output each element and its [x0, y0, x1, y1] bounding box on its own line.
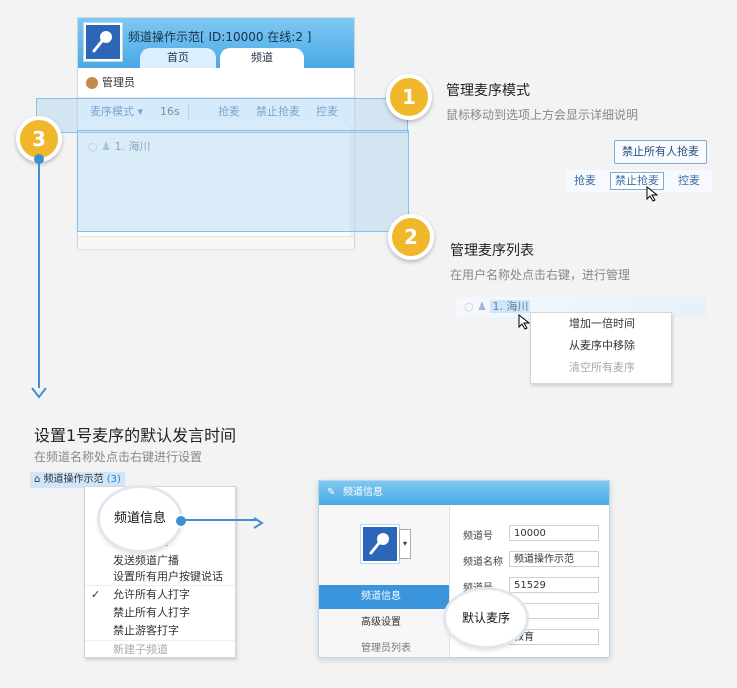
field-label-channel-name: 频道名称	[463, 557, 503, 568]
chevron-down-icon[interactable]: ▾	[399, 529, 411, 559]
connector-line	[38, 160, 40, 388]
menu-item-forbid-guest[interactable]: 禁止游客打字	[85, 622, 235, 641]
mic-action-forbid[interactable]: 禁止抢麦	[256, 105, 300, 118]
step-2-list-item[interactable]: 1. 海川	[490, 300, 531, 313]
field-label-channel-id: 频道号	[463, 531, 493, 542]
mic-countdown: 16s	[160, 105, 180, 118]
dialog-side-channel-info[interactable]: 频道信息	[319, 585, 449, 609]
field-channel-name[interactable]: 频道操作示范	[509, 551, 599, 567]
menu-item-forbid-typing[interactable]: 禁止所有人打字	[113, 606, 190, 619]
step-2-context-menu: 增加一倍时间 从麦序中移除 清空所有麦序	[530, 312, 672, 384]
list-item-label: 1. 海川	[114, 140, 151, 153]
step-1-action-control[interactable]: 控麦	[678, 174, 700, 187]
menu-item-allow-typing[interactable]: ✓ 允许所有人打字	[85, 586, 235, 604]
connector-dot	[174, 514, 188, 528]
menu-item-ptt[interactable]: 设置所有用户按键说话	[85, 569, 235, 586]
step-1-title: 管理麦序模式	[446, 83, 530, 99]
window-footer	[78, 236, 354, 249]
mic-mode-highlight	[36, 98, 408, 133]
mic-mode-row: 麦序模式 ▾ 16s 抢麦 禁止抢麦 控麦	[78, 98, 354, 127]
dialog-title: 频道信息	[343, 487, 383, 498]
arrow-down-icon	[31, 384, 47, 399]
mic-action-grab[interactable]: 抢麦	[218, 105, 240, 118]
field-label-channel-number: 频道号	[463, 583, 493, 594]
user-icon: ♟	[477, 300, 487, 313]
mic-list: ○ ♟ 1. 海川	[78, 126, 354, 236]
chevron-down-icon: ▾	[137, 105, 144, 118]
tab-home[interactable]: 首页	[140, 48, 216, 68]
mic-list-highlight	[77, 130, 409, 232]
cursor-icon	[646, 185, 659, 202]
mic-action-control[interactable]: 控麦	[316, 105, 338, 118]
field-channel-id[interactable]: 10000	[509, 525, 599, 541]
list-item[interactable]: ○ ♟ 1. 海川	[88, 138, 150, 154]
check-icon: ✓	[91, 588, 101, 601]
magnified-menu-item: 频道信息	[113, 511, 166, 526]
menu-item-broadcast[interactable]: 发送频道广播	[113, 554, 179, 567]
step-1-desc: 鼠标移动到选项上方会显示详细说明	[446, 108, 639, 122]
step-2-badge: 2	[388, 214, 434, 260]
connector-line	[184, 519, 258, 521]
dialog-side-admins[interactable]: 管理员列表	[361, 643, 411, 654]
forbid-all-grab-button[interactable]: 禁止所有人抢麦	[614, 140, 707, 164]
wrench-icon: ✎	[327, 487, 336, 498]
step-1-badge: 1	[386, 74, 432, 120]
menu-item-clear[interactable]: 清空所有麦序	[569, 361, 635, 374]
field-channel-number[interactable]: 51529	[509, 577, 599, 593]
channel-label: 频道操作示范	[43, 474, 104, 485]
cursor-icon	[518, 313, 531, 330]
user-icon: ♟	[101, 140, 111, 153]
channel-info-dialog: ✎ 频道信息 ▾ 频道信息 高级设置 管理员列表 频道号 10000 频道名称 …	[318, 480, 610, 658]
mic-mode-label: 麦序模式	[90, 105, 134, 118]
scrollbar[interactable]	[350, 126, 354, 236]
step-3-desc: 在频道名称处点击右键进行设置	[34, 450, 203, 464]
step-1-action-grab[interactable]: 抢麦	[574, 174, 596, 187]
channel-count: (3)	[106, 474, 121, 485]
step-1-actions: 抢麦 禁止抢麦 控麦	[566, 170, 712, 192]
arrow-right-icon	[252, 514, 264, 529]
home-icon: ⌂	[34, 474, 41, 485]
menu-item-double-time[interactable]: 增加一倍时间	[569, 317, 635, 330]
menu-item-remove[interactable]: 从麦序中移除	[569, 339, 635, 352]
step-2-title: 管理麦序列表	[450, 243, 534, 259]
mic-mode-dropdown[interactable]: 麦序模式 ▾	[90, 98, 143, 126]
dialog-sidebar: ▾ 频道信息 高级设置 管理员列表	[319, 505, 450, 657]
radio-icon: ○	[464, 300, 474, 313]
channel-logo[interactable]	[361, 525, 399, 563]
dialog-magnifier: 默认麦序	[446, 590, 526, 646]
tab-channel[interactable]: 频道	[220, 48, 304, 68]
dialog-header: ✎ 频道信息	[319, 481, 609, 505]
admin-row[interactable]: 管理员	[78, 69, 354, 98]
connector-dot	[34, 154, 44, 164]
divider	[188, 104, 189, 120]
window-header: 频道操作示范[ ID:10000 在线:2 ] 首页 频道	[78, 18, 354, 68]
magnified-field-label: 默认麦序	[461, 611, 510, 625]
channel-tree-item[interactable]: ⌂ 频道操作示范 (3)	[30, 472, 125, 488]
step-1-action-forbid[interactable]: 禁止抢麦	[610, 172, 664, 190]
window-title: 频道操作示范[ ID:10000 在线:2 ]	[128, 30, 312, 44]
main-window: 频道操作示范[ ID:10000 在线:2 ] 首页 频道 管理员 麦序模式 ▾…	[77, 17, 355, 249]
step-2-desc: 在用户名称处点击右键，进行管理	[450, 268, 631, 282]
channel-logo	[84, 23, 122, 61]
admin-label: 管理员	[102, 76, 135, 89]
menu-item-new-subchannel[interactable]: 新建子频道	[113, 643, 168, 656]
radio-icon: ○	[88, 140, 98, 153]
dialog-side-advanced[interactable]: 高级设置	[361, 617, 401, 628]
step-3-magnifier: 频道信息	[100, 488, 180, 550]
admin-icon	[86, 77, 98, 89]
step-3-title: 设置1号麦序的默认发言时间	[34, 426, 237, 445]
